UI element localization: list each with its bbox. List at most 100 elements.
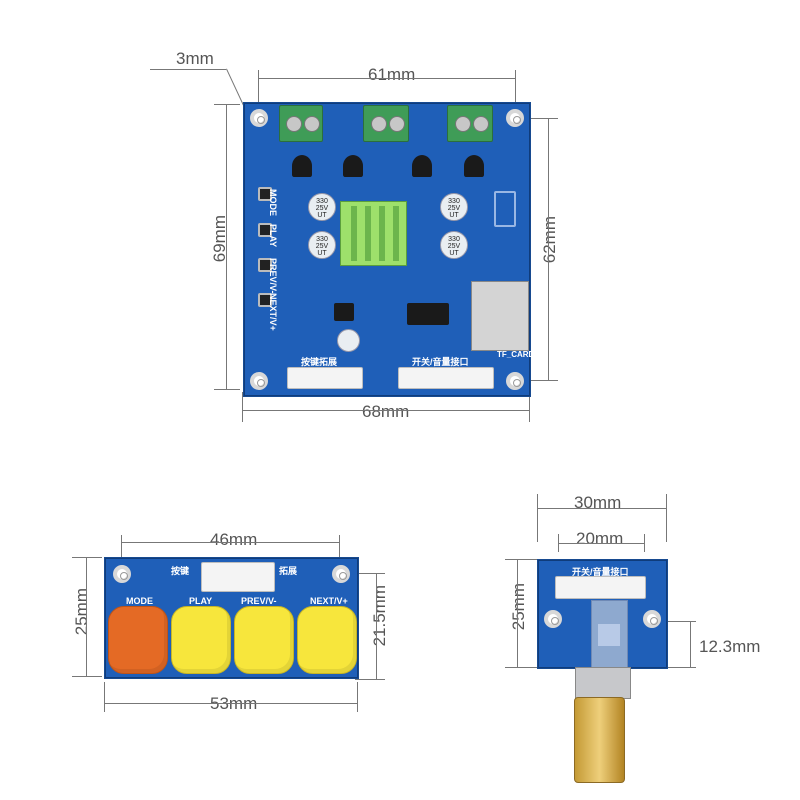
label-volume-interface: 开关/音量接口 (572, 567, 629, 577)
capacitor-small (337, 329, 360, 352)
dim-volume-pot-offset-tick-bottom (648, 667, 696, 668)
dim-terminal-span-line (258, 78, 515, 79)
dim-button-height-line (86, 557, 87, 676)
screw-icon (304, 116, 320, 132)
dim-button-inner-height-tick-bottom (355, 679, 385, 680)
volume-knob[interactable] (574, 697, 625, 783)
next-button[interactable] (297, 606, 357, 674)
dim-button-height-tick-top (72, 557, 102, 558)
label-button-expansion: 按键拓展 (301, 357, 338, 367)
mounting-hole-top-left (250, 109, 268, 127)
dim-hole-offset: 3mm (176, 49, 214, 68)
transistor (343, 155, 363, 177)
transistor (292, 155, 312, 177)
label-tf-card: TF_CARD (497, 350, 535, 359)
dim-button-width-tick-left (104, 682, 105, 712)
dim-volume-width-tick-right (666, 494, 667, 542)
dim-width: 68mm (362, 402, 410, 421)
dim-terminal-span-tick-right (515, 70, 516, 108)
dim-button-pin-span-tick-left (121, 535, 122, 559)
transistor (464, 155, 484, 177)
dim-volume-pot-offset: 12.3mm (699, 637, 761, 656)
dim-height-tick-top (214, 104, 240, 105)
screw-icon (286, 116, 302, 132)
dim-button-inner-height: 21.5mm (370, 585, 389, 647)
dim-width-tick-right (529, 392, 530, 422)
tf-card-slot (471, 281, 529, 351)
mode-button[interactable] (108, 606, 168, 674)
mounting-hole-left (544, 610, 562, 628)
dim-inner-height: 62mm (540, 216, 559, 264)
switch-volume-connector (398, 367, 494, 389)
capacitor: 330 25V UT (308, 231, 336, 259)
dim-height-line (226, 104, 227, 389)
dim-volume-pot-offset-tick-top (648, 621, 696, 622)
button-expansion-connector (287, 367, 363, 389)
label-prev: PREV/V- (241, 596, 277, 606)
capacitor: 330 25V UT (308, 193, 336, 221)
dim-inner-height-line (548, 118, 549, 380)
dim-button-width-line (104, 703, 357, 704)
terminal-block-right (447, 105, 493, 142)
dim-inner-height-tick-bottom (522, 380, 558, 381)
dim-button-pin-span-line (121, 542, 339, 543)
prev-button[interactable] (234, 606, 294, 674)
button-mode-switch (258, 187, 272, 201)
button-header-connector (201, 562, 275, 592)
dim-volume-width: 30mm (574, 493, 622, 512)
mounting-hole-right (643, 610, 661, 628)
dim-volume-height-line (517, 559, 518, 667)
label-play: PLAY (189, 596, 213, 606)
dim-button-inner-height-line (376, 573, 377, 679)
dim-volume-width-line (537, 508, 666, 509)
label-next: NEXT/V+ (268, 293, 278, 331)
dim-button-pin-span: 46mm (210, 530, 258, 549)
button-play-switch (258, 223, 272, 237)
mounting-hole-bottom-right (506, 372, 524, 390)
dim-width-tick-left (242, 392, 243, 422)
mounting-hole-bottom-left (250, 372, 268, 390)
label-next: NEXT/V+ (310, 596, 348, 606)
heatsink (340, 201, 407, 266)
dim-volume-pot-offset-line (690, 621, 691, 667)
screw-icon (455, 116, 471, 132)
dim-terminal-span-tick-left (258, 70, 259, 108)
label-button-left: 按键 (171, 566, 190, 576)
mounting-hole-right (332, 565, 350, 583)
label-prev: PREV/V- (268, 258, 278, 294)
label-switch-volume: 开关/音量接口 (412, 357, 469, 367)
potentiometer-face (598, 624, 620, 646)
dim-volume-height-tick-top (505, 559, 537, 560)
ic-chip (407, 303, 449, 325)
dim-button-inner-height-tick-top (355, 573, 385, 574)
dim-volume-pin-span-line (558, 543, 644, 544)
dim-button-width-tick-right (357, 682, 358, 712)
screw-icon (389, 116, 405, 132)
terminal-block-center (363, 105, 409, 142)
capacitor: 330 25V UT (440, 231, 468, 259)
dim-volume-height: 25mm (509, 583, 528, 631)
dim-button-height-tick-bottom (72, 676, 102, 677)
capacitor: 330 25V UT (440, 193, 468, 221)
label-mode: MODE (268, 189, 278, 216)
button-board: 按键 拓展 MODE PLAY PREV/V- NEXT/V+ (104, 557, 359, 679)
dim-volume-height-tick-bottom (505, 667, 537, 668)
volume-header-connector (555, 576, 646, 599)
button-prev-switch (258, 258, 272, 272)
transistor (412, 155, 432, 177)
dim-button-height: 25mm (72, 588, 91, 636)
ic-chip (334, 303, 354, 321)
screw-icon (371, 116, 387, 132)
dim-height-tick-bottom (214, 389, 240, 390)
label-mode: MODE (126, 596, 153, 606)
volume-board: 开关/音量接口 (537, 559, 668, 670)
potentiometer-shaft (575, 667, 631, 699)
mounting-hole-left (113, 565, 131, 583)
play-button[interactable] (171, 606, 231, 674)
amplifier-board: MODE PLAY PREV/V- NEXT/V+ 330 25V UT 330… (243, 102, 535, 397)
dim-height: 69mm (210, 215, 229, 263)
mounting-hole-top-right (506, 109, 524, 127)
dim-hole-offset-leader (150, 69, 226, 70)
screw-icon (473, 116, 489, 132)
dim-volume-width-tick-left (537, 494, 538, 542)
